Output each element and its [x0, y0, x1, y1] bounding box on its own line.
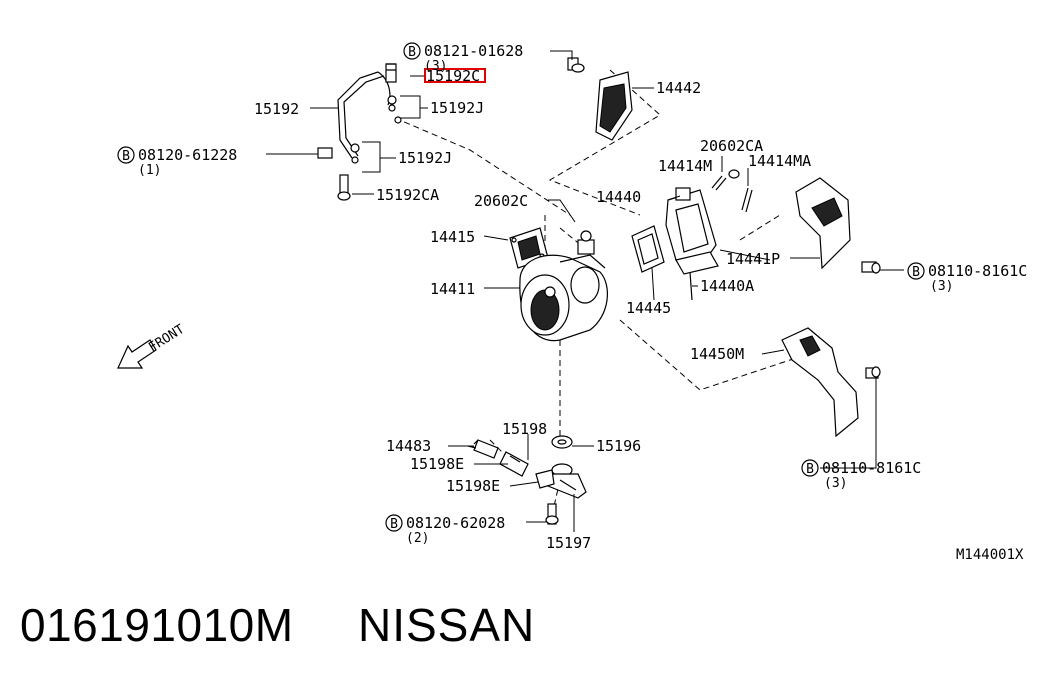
label-15198e-a[interactable]: 15198E	[410, 455, 464, 473]
gasket-14445	[631, 225, 665, 273]
highlight-box-15192c	[424, 68, 486, 83]
label-15196[interactable]: 15196	[596, 437, 641, 455]
label-14411[interactable]: 14411	[430, 280, 475, 298]
label-15198[interactable]: 15198	[502, 420, 547, 438]
label-08110-8161c-a[interactable]: 08110-8161C	[928, 262, 1027, 280]
heat-shield-14442	[567, 57, 633, 141]
label-15192j[interactable]: 15192J	[398, 149, 452, 167]
label-14415[interactable]: 14415	[430, 228, 475, 246]
label-15192c[interactable]: 15192C	[426, 67, 480, 85]
diagram-code: M144001X	[956, 547, 1024, 563]
label-14414m[interactable]: 14414M	[658, 157, 712, 175]
front-label: FRONT	[146, 322, 187, 356]
footer-brand: NISSAN	[358, 599, 536, 651]
oil-feed-pipe-15192	[317, 63, 402, 201]
leader-lines	[266, 50, 904, 532]
label-08121-01628[interactable]: 08121-01628	[424, 42, 523, 60]
bolt-symbol-letter: B	[806, 462, 814, 477]
label-15197[interactable]: 15197	[546, 534, 591, 552]
label-08120-62028-qty: (2)	[406, 531, 429, 546]
label-14440a[interactable]: 14440A	[700, 277, 754, 295]
label-14414ma[interactable]: 14414MA	[748, 152, 811, 170]
label-08110-8161c-b-qty: (3)	[824, 476, 847, 491]
exhaust-outlet-14440	[665, 187, 719, 301]
bolt-symbol-letter: B	[912, 265, 920, 280]
label-08120-61228[interactable]: 08120-61228	[138, 146, 237, 164]
part-labels: 08121-01628 (3) 15192C 14442 15192 15192…	[138, 42, 1027, 552]
label-14442[interactable]: 14442	[656, 79, 701, 97]
bolt-symbols: B B B B B	[117, 42, 925, 532]
bolt-symbol-icon: B	[801, 459, 819, 477]
parts-diagram: FRONT B B B B B 08121-01628 (3) 15192C 1…	[117, 42, 1027, 563]
bolt-symbol-icon: B	[907, 262, 925, 280]
label-14450m[interactable]: 14450M	[690, 345, 744, 363]
label-08120-62028[interactable]: 08120-62028	[406, 514, 505, 532]
bolt-symbol-letter: B	[122, 149, 130, 164]
label-08120-61228-qty: (1)	[138, 163, 161, 178]
label-20602ca[interactable]: 20602CA	[700, 137, 763, 155]
footer-part-number: 016191010M	[20, 599, 294, 651]
label-08110-8161c-b[interactable]: 08110-8161C	[822, 459, 921, 477]
heat-insulator-14441p	[795, 177, 881, 274]
bolt-symbol-icon: B	[117, 146, 135, 164]
bolt-symbol-letter: B	[390, 517, 398, 532]
label-14445[interactable]: 14445	[626, 299, 671, 317]
label-15198e-b[interactable]: 15198E	[446, 477, 500, 495]
label-15192[interactable]: 15192	[254, 100, 299, 118]
label-15192j-top[interactable]: 15192J	[430, 99, 484, 117]
label-08110-8161c-a-qty: (3)	[930, 279, 953, 294]
bolt-symbol-icon: B	[385, 514, 403, 532]
heat-insulator-14450m	[781, 327, 881, 438]
oil-return-parts	[467, 435, 587, 525]
label-14440[interactable]: 14440	[596, 188, 641, 206]
studs-14414m	[711, 169, 753, 213]
bolt-symbol-letter: B	[408, 45, 416, 60]
bolt-symbol-icon: B	[403, 42, 421, 60]
label-20602c[interactable]: 20602C	[474, 192, 528, 210]
label-15192ca[interactable]: 15192CA	[376, 186, 439, 204]
front-arrow-icon	[117, 339, 157, 369]
label-08121-qty: (3)	[424, 59, 447, 74]
label-14483[interactable]: 14483	[386, 437, 431, 455]
turbocharger-14411	[519, 230, 608, 342]
label-14441p[interactable]: 14441P	[726, 250, 780, 268]
